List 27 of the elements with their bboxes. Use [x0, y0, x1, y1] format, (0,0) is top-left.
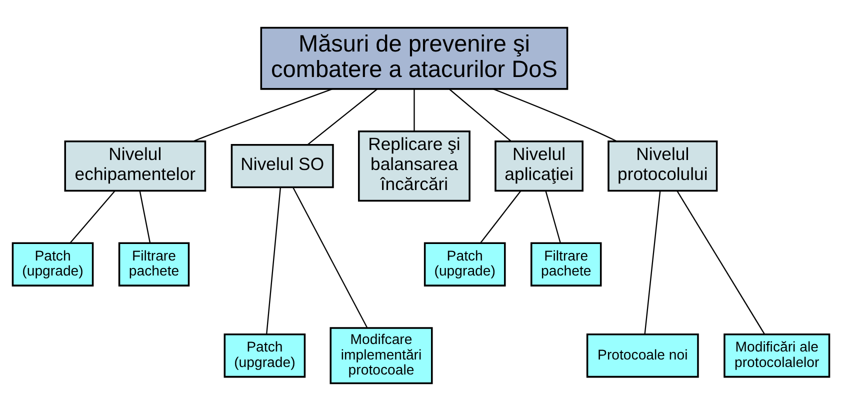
node-box: Patch (upgrade) — [224, 334, 306, 378]
node-box: Patch (upgrade) — [424, 242, 506, 286]
connector — [414, 89, 415, 132]
node-box: Nivelul protocolului — [608, 140, 718, 192]
node-box: Nivelul SO — [230, 144, 334, 188]
connector — [676, 190, 766, 335]
node-box: Măsuri de prevenire şi combatere a atacurilor DoS — [260, 26, 568, 90]
node-box: Patch (upgrade) — [12, 242, 94, 286]
node-box: Nivelul aplicaţiei — [494, 140, 584, 192]
connector — [292, 187, 368, 328]
node-box: Modifcare implementări protocoale — [330, 327, 433, 384]
node-box: Filtrare pachete — [530, 242, 602, 286]
connector — [545, 190, 561, 244]
node-box: Nivelul echipamentelor — [64, 140, 206, 192]
connector — [492, 88, 617, 142]
connector — [70, 190, 116, 244]
connector — [193, 88, 332, 142]
node-box: Filtrare pachete — [118, 242, 190, 286]
connector — [307, 88, 378, 146]
node-box: Modificări ale protocolalelor — [724, 334, 830, 378]
node-box: Replicare şi balansarea încărcări — [358, 130, 470, 202]
connector — [448, 88, 512, 142]
connector — [266, 187, 282, 334]
connector — [139, 190, 151, 244]
node-box: Protocoale noi — [586, 334, 699, 378]
connector — [644, 190, 661, 334]
connector — [480, 190, 522, 244]
